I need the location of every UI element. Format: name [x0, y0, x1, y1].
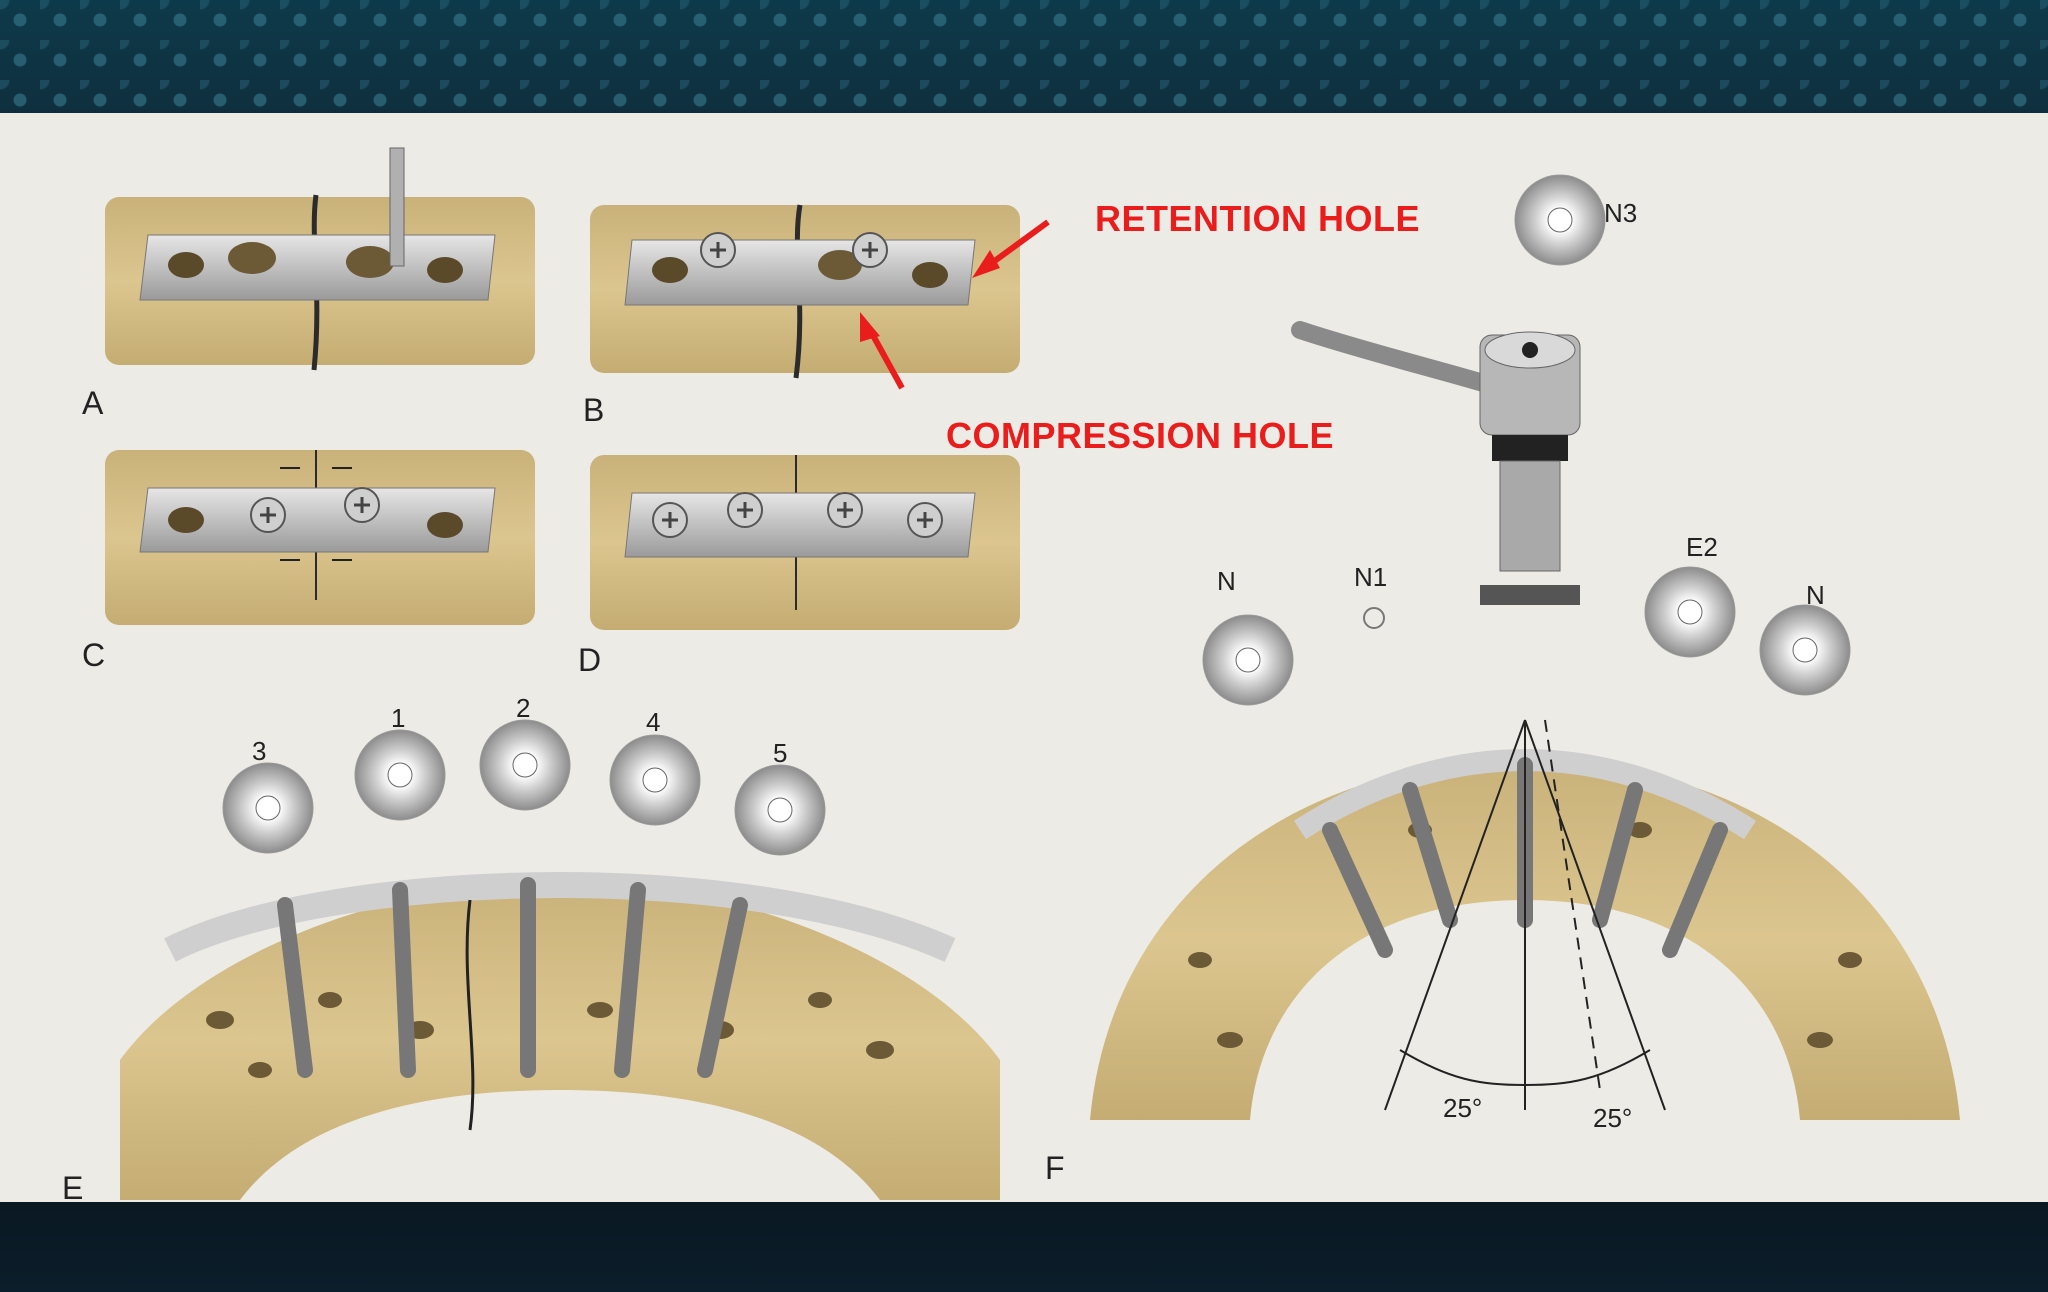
guide-label-n3: N3 [1604, 198, 1638, 228]
panel-label-e: E [62, 1170, 84, 1206]
panel-d-final [590, 455, 1020, 630]
ring-number-3: 3 [252, 736, 267, 766]
header-pattern-band [0, 0, 2048, 113]
panel-label-f: F [1045, 1150, 1065, 1186]
ring-number-4: 4 [646, 707, 661, 737]
panel-label-d: D [578, 642, 602, 678]
panel-b-plate-holes [590, 204, 1020, 379]
angle-right: 25° [1593, 1103, 1633, 1133]
panel-label-a: A [82, 385, 104, 421]
panel-c-compression [105, 450, 535, 625]
retention-hole-label: RETENTION HOLE [1095, 198, 1421, 239]
panel-a-drilling [105, 147, 535, 371]
guide-label-n-right: N [1806, 580, 1825, 610]
panel-f-drill-guide [1202, 174, 1851, 706]
panel-f-bone-arch [1090, 719, 1960, 1120]
ring-number-2: 2 [516, 693, 531, 723]
panel-label-b: B [583, 392, 605, 428]
guide-label-n-left: N [1217, 566, 1236, 596]
annotation-arrows [860, 219, 1050, 390]
ring-number-1: 1 [391, 703, 406, 733]
compression-hole-label: COMPRESSION HOLE [946, 415, 1335, 456]
panel-label-c: C [82, 637, 106, 673]
guide-label-n1: N1 [1354, 562, 1388, 592]
ring-number-5: 5 [773, 738, 788, 768]
footer-band [0, 1202, 2048, 1292]
panel-e-guide-rings [222, 719, 826, 856]
panel-e-bone-arch [120, 871, 1000, 1200]
angle-left: 25° [1443, 1093, 1483, 1123]
guide-label-e2: E2 [1686, 532, 1718, 562]
